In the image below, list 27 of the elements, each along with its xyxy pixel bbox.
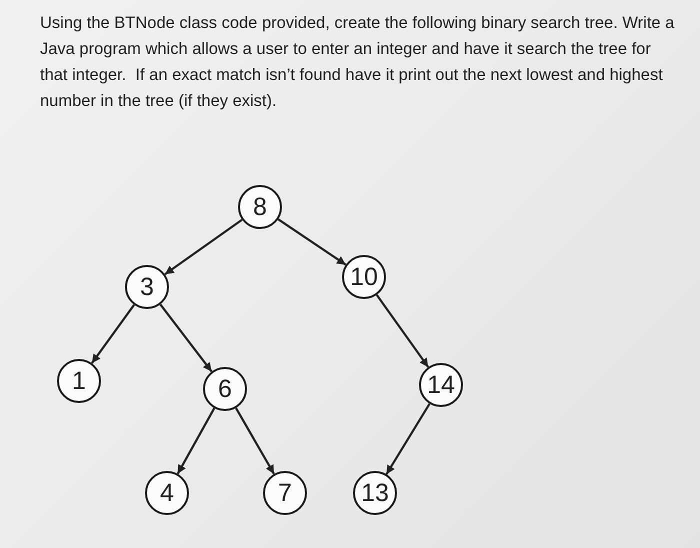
node-value: 4 [160,478,174,508]
node-value: 7 [278,478,292,508]
tree-node-circle [57,359,101,403]
node-value: 13 [361,478,389,508]
node-value: 8 [253,192,267,222]
arrow [160,304,212,372]
tree-node-circle [238,185,282,229]
arrow [164,218,243,276]
tree-node-circle [145,471,189,515]
node-value: 3 [140,272,154,302]
tree-node-circle [419,363,463,407]
arrow [91,304,135,364]
arrow [235,408,275,474]
tree-node-circle [353,471,397,515]
tree-node-circle [203,367,247,411]
tree-node-circle [342,255,386,299]
arrow [278,218,346,266]
node-value: 14 [427,370,455,400]
arrow [176,408,216,474]
node-value: 1 [72,366,86,396]
node-value: 10 [350,262,378,292]
instructions-paragraph: Using the BTNode class code provided, create the following binary search tree. Write a Java program which allows a user to enter an integer and have it search the tree for that integer. If an exact match isn’t found have it print out the next lowest and highest number in the tree (if they exist). [40,13,676,112]
tree-node-circle [125,265,169,309]
node-value: 6 [218,374,232,404]
arrow [376,294,430,368]
arrow [386,403,430,475]
tree-node-circle [263,471,307,515]
